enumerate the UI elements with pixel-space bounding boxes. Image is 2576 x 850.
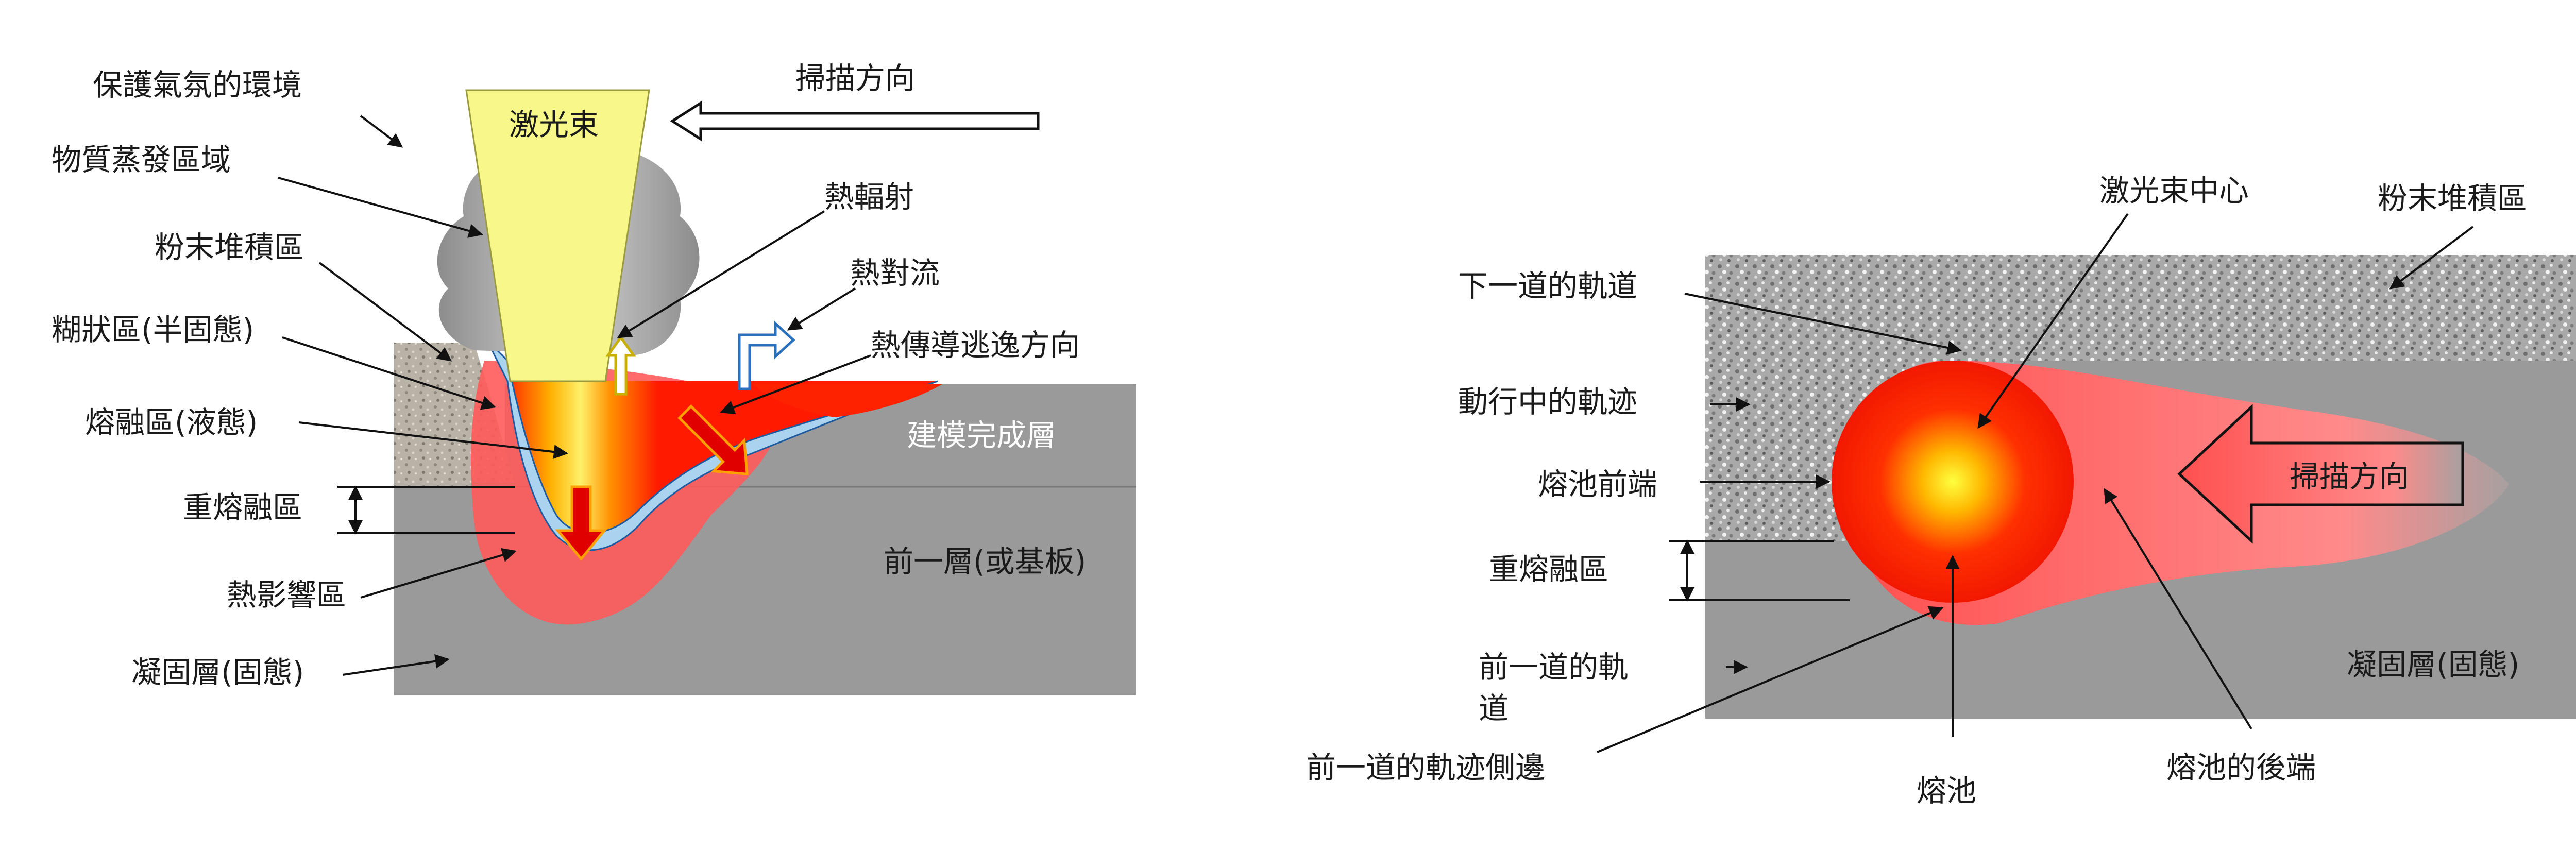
current-track-label: 動行中的軌迹 — [1458, 384, 1637, 419]
down-heat-arrow — [555, 485, 607, 561]
left-cross-section: 激光束 掃描方向 保護氣氛的環境 物質蒸發區域 粉末堆積區 糊狀區(半固態) 熔… — [52, 61, 1136, 695]
melt-pool — [1832, 361, 2074, 603]
right-top-view: 掃描方向 激光束中心 粉末堆積區 下一道的軌道 動行中的軌迹 熔池前端 重熔融區… — [1306, 173, 2576, 808]
heat-conduction-label: 熱傳導逃逸方向 — [871, 328, 1080, 363]
solidified-layer-label-left: 凝固層(固態) — [131, 655, 304, 690]
protective-atmosphere-label: 保護氣氛的環境 — [93, 67, 302, 103]
convection-arrow — [738, 320, 795, 390]
laser-center-label: 激光束中心 — [2099, 173, 2249, 208]
solidified-layer-label-right: 凝固層(固態) — [2347, 647, 2519, 682]
conduction-arrow — [677, 404, 749, 475]
melt-zone-label: 熔融區(液態) — [85, 405, 258, 440]
melt-zone — [507, 381, 938, 550]
pool-front-label: 熔池前端 — [1538, 467, 1657, 502]
powder-bed-label-left: 粉末堆積區 — [155, 230, 304, 265]
heat-affected-zone-label: 熱影響區 — [227, 577, 346, 613]
thermal-radiation-label: 熱輻射 — [824, 179, 914, 214]
scan-direction-label: 掃描方向 — [795, 61, 915, 96]
melt-pool-label: 熔池 — [1917, 773, 1976, 808]
remelt-zone-label-left: 重熔融區 — [183, 490, 302, 525]
powder-bed-label-right: 粉末堆積區 — [2378, 181, 2527, 216]
vaporization-zone-label: 物質蒸發區域 — [52, 142, 231, 177]
previous-track-label: 前一道的軌 — [1479, 650, 1628, 685]
scan-direction-arrow-right — [2177, 404, 2464, 544]
remelt-zone-label-right: 重熔融區 — [1489, 552, 1608, 587]
laser-beam-label: 激光束 — [509, 107, 599, 142]
built-layer-tail — [752, 384, 943, 417]
scan-direction-arrow — [670, 100, 1040, 142]
previous-track-label-line2: 道 — [1479, 691, 1509, 726]
scan-direction-label-right: 掃描方向 — [2290, 459, 2409, 494]
mushy-zone-label: 糊狀區(半固態) — [52, 312, 254, 347]
thermal-convection-label: 熱對流 — [850, 256, 940, 291]
next-track-label: 下一道的軌道 — [1458, 268, 1637, 303]
laser-beam — [465, 89, 650, 382]
radiation-arrow — [605, 335, 636, 396]
pool-tail-label: 熔池的後端 — [2166, 750, 2316, 785]
built-layer-label: 建模完成層 — [907, 418, 1056, 453]
previous-layer-label: 前一層(或基板) — [884, 544, 1086, 579]
previous-track-edge-label: 前一道的軌迹側邊 — [1306, 750, 1545, 785]
